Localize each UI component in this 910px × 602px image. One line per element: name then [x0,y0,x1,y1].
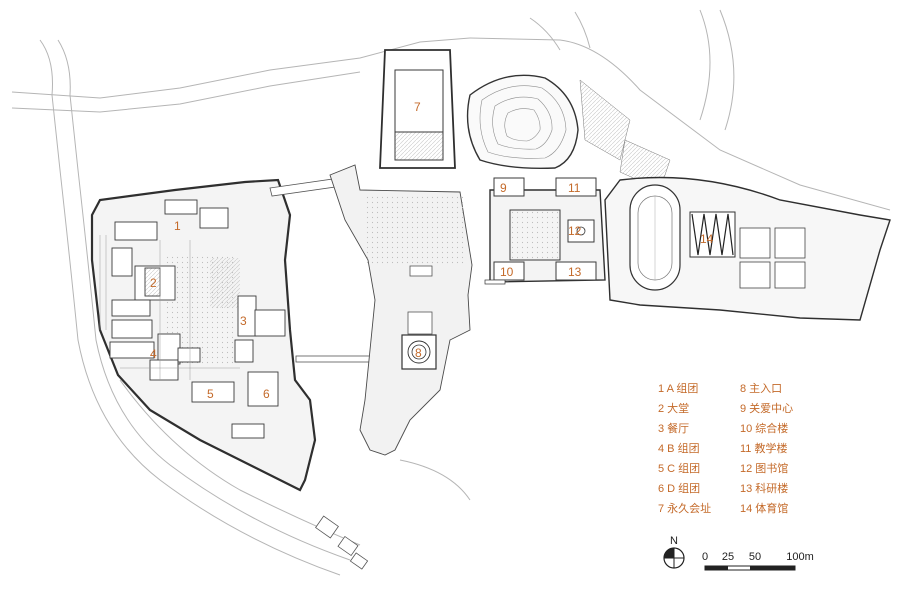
central-plaza [329,164,473,456]
label-building-6: 6 [263,387,270,401]
scale-tick-25: 25 [722,551,734,563]
building-7-block [379,49,456,169]
contour-hill [466,74,579,169]
building-number-labels: 1 2 3 4 5 6 7 8 9 10 11 12 13 14 [150,100,714,401]
north-label: N [670,535,678,547]
label-building-7: 7 [414,100,421,114]
label-building-9: 9 [500,181,507,195]
legend-item: 6 D 组团 [658,481,700,495]
label-building-10: 10 [500,265,514,279]
legend-item: 11 教学楼 [740,441,787,455]
legend-item: 9 关爱中心 [740,401,793,415]
sports-complex [604,176,891,321]
legend-item: 1 A 组团 [658,381,698,395]
east-campus [484,177,606,285]
label-building-3: 3 [240,314,247,328]
label-building-4: 4 [150,347,157,361]
scale-tick-0: 0 [702,551,708,563]
legend-item: 14 体育馆 [740,501,788,515]
legend: 1 A 组团 8 主入口 2 大堂 9 关爱中心 3 餐厅 10 综合楼 4 B… [658,381,793,515]
parking-areas [579,79,671,191]
legend-item: 7 永久会址 [658,501,711,515]
north-arrow-icon: N [663,535,685,569]
label-building-8: 8 [415,346,422,360]
legend-item: 10 综合楼 [740,421,788,435]
southwest-gate [315,515,369,570]
legend-item: 4 B 组团 [658,441,700,455]
label-building-5: 5 [207,387,214,401]
scale-tick-50: 50 [749,551,761,563]
legend-item: 8 主入口 [740,382,782,395]
legend-item: 5 C 组团 [658,461,700,475]
label-building-14: 14 [700,232,714,246]
legend-item: 3 餐厅 [658,421,689,435]
scale-tick-100m: 100m [786,551,814,563]
legend-item: 12 图书馆 [740,461,788,475]
label-building-2: 2 [150,276,157,290]
label-building-1: 1 [174,219,181,233]
west-campus [90,178,317,492]
label-building-12: 12 [568,224,582,238]
scale-bar: 0 25 50 100m [702,551,814,571]
legend-item: 2 大堂 [658,401,689,415]
label-building-11: 11 [568,181,581,195]
legend-item: 13 科研楼 [740,481,788,495]
label-building-13: 13 [568,265,582,279]
